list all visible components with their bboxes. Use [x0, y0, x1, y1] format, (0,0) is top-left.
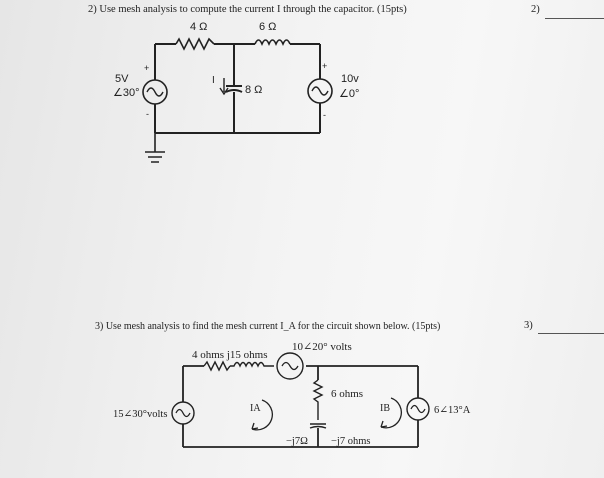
q3-mesh-b-arrow: [380, 397, 402, 429]
q3-mesh-a-arrowhead: [251, 422, 259, 430]
circuit-q3: [171, 352, 430, 448]
q3-right-source-label: 6∠13°A: [434, 405, 471, 416]
q3-left-source-label: 15∠30°volts: [113, 409, 167, 420]
q3-mid-resistor: [312, 379, 324, 420]
q3-cap-right-label: −j7 ohms: [331, 436, 370, 447]
q2-right-minus: -: [323, 110, 326, 120]
q3-inductor-j15: [230, 361, 274, 368]
q2-current-arrow: [219, 78, 229, 96]
q2-prompt: 2) Use mesh analysis to compute the curr…: [88, 4, 407, 15]
q2-left-sine: [146, 87, 164, 97]
q3-labels: 10∠20° volts 4 ohms j15 ohms 15∠30°volts…: [113, 341, 471, 447]
q3-left-source-circle: [171, 401, 195, 425]
q3-right-sine: [410, 404, 426, 414]
q3-left-sine: [175, 408, 191, 418]
q2-cap-plate-bottom: [225, 89, 243, 93]
q2-resistor-6: [254, 39, 291, 46]
q2-right-plus: +: [322, 61, 327, 71]
q3-mesh-a-label: IA: [250, 403, 261, 414]
q2-r2-label: 6 Ω: [259, 21, 276, 33]
q2-left-plus: +: [144, 63, 149, 73]
q2-current-label: I: [212, 75, 215, 86]
q3-mesh-b-label: IB: [380, 403, 390, 414]
q2-right-source-ang: ∠0°: [339, 88, 359, 100]
q2-cap-label: 8 Ω: [245, 84, 262, 96]
q2-r1-label: 4 Ω: [190, 21, 207, 33]
q3-top-sine: [281, 361, 299, 371]
q3-resistor-4: [203, 360, 231, 372]
q2-answer-line: [545, 18, 604, 19]
q3-mesh-b-arrowhead: [380, 420, 388, 428]
q3-prompt: 3) Use mesh analysis to find the mesh cu…: [95, 321, 441, 332]
q2-left-minus: -: [146, 109, 149, 119]
q2-resistor-4: [175, 37, 215, 51]
q2-right-source-mag: 10v: [341, 73, 359, 85]
q2-labels: 4 Ω 6 Ω 5V ∠30° + - + - 10v ∠0° 8 Ω I: [113, 21, 359, 120]
q2-left-source-circle: [142, 79, 168, 105]
q3-mesh-a-arrow: [251, 399, 273, 431]
q2-left-source-mag: 5V: [115, 73, 129, 85]
q3-series-label: 4 ohms j15 ohms: [192, 349, 267, 361]
q3-answer-label: 3): [524, 320, 533, 331]
circuit-q2: [142, 37, 333, 163]
q3-right-source-circle: [406, 397, 430, 421]
q3-mid-resistor-label: 6 ohms: [331, 388, 363, 400]
q2-answer-label: 2): [531, 4, 540, 15]
q2-right-source-circle: [307, 78, 333, 104]
q2-right-sine: [311, 86, 329, 96]
q3-top-source-label: 10∠20° volts: [292, 341, 352, 353]
q3-top-source-circle: [276, 352, 304, 380]
q2-ground: [145, 133, 165, 163]
q3-cap-left-label: −j7Ω: [286, 436, 308, 447]
q3-mid-capacitor: [309, 423, 327, 429]
q3-answer-line: [538, 333, 604, 334]
q2-left-source-ang: ∠30°: [113, 87, 140, 99]
